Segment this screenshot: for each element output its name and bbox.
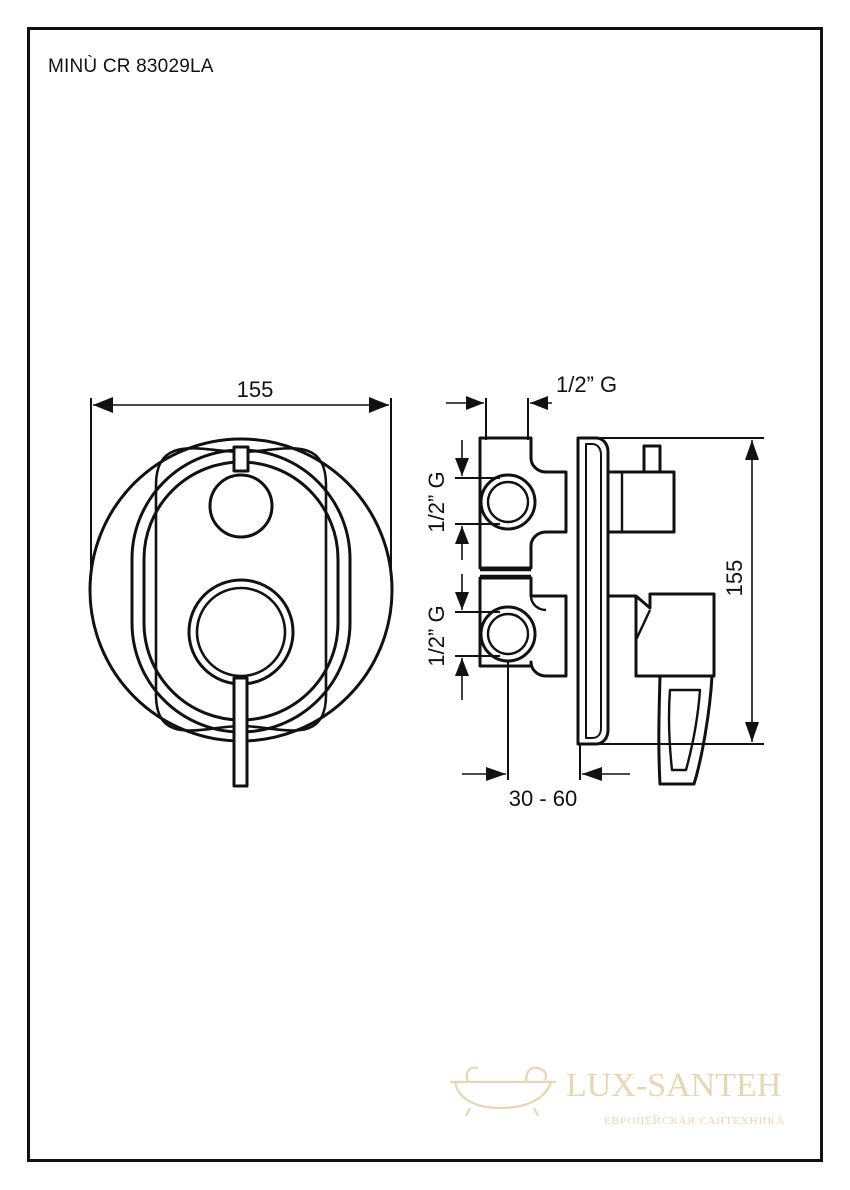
upper-inlet-dimension: 1/2” G	[424, 440, 500, 560]
mixer-knob-inner	[195, 586, 287, 678]
bathtub-icon	[450, 1066, 556, 1117]
valve-body-upper	[478, 436, 568, 570]
front-view: 155	[88, 377, 394, 788]
cover-plate-side	[576, 436, 610, 746]
top-thread-dimension: 1/2” G	[446, 372, 617, 440]
front-width-label: 155	[237, 377, 274, 402]
watermark-logo: LUX-SANTEH ЕВРОПЕЙСКАЯ САНТЕХНИКА	[450, 1066, 785, 1127]
upper-inlet-label: 1/2” G	[424, 471, 449, 532]
side-height-dimension: 155	[600, 437, 764, 745]
upper-inlet	[479, 473, 537, 531]
drawing-frame	[27, 27, 823, 1162]
watermark-brand: LUX-SANTEH	[566, 1067, 781, 1104]
front-width-dimension: 155	[90, 377, 392, 580]
mixer-knob-outer	[187, 578, 295, 686]
watermark-tagline: ЕВРОПЕЙСКАЯ САНТЕХНИКА	[604, 1115, 785, 1127]
lever-track-outer	[154, 447, 328, 732]
side-view: 1/2” G 1/2” G 1	[424, 372, 764, 811]
mixer-lever-side	[657, 674, 714, 786]
depth-dimension: 30 - 60	[462, 660, 630, 811]
top-thread-label: 1/2” G	[556, 372, 617, 397]
model-title: MINÙ CR 83029LA	[48, 56, 214, 77]
depth-label: 30 - 60	[509, 786, 578, 811]
diverter-body-side	[606, 470, 676, 534]
mixer-lever	[232, 676, 249, 788]
lower-inlet-label: 1/2” G	[424, 605, 449, 666]
mixer-handle-side	[608, 592, 716, 678]
diverter-stem-side	[642, 444, 662, 474]
diverter-pointer	[232, 445, 250, 473]
diverter-knob	[208, 473, 274, 539]
valve-body-lower	[478, 576, 568, 678]
lower-inlet-dimension: 1/2” G	[424, 574, 500, 700]
side-height-label: 155	[722, 560, 747, 597]
